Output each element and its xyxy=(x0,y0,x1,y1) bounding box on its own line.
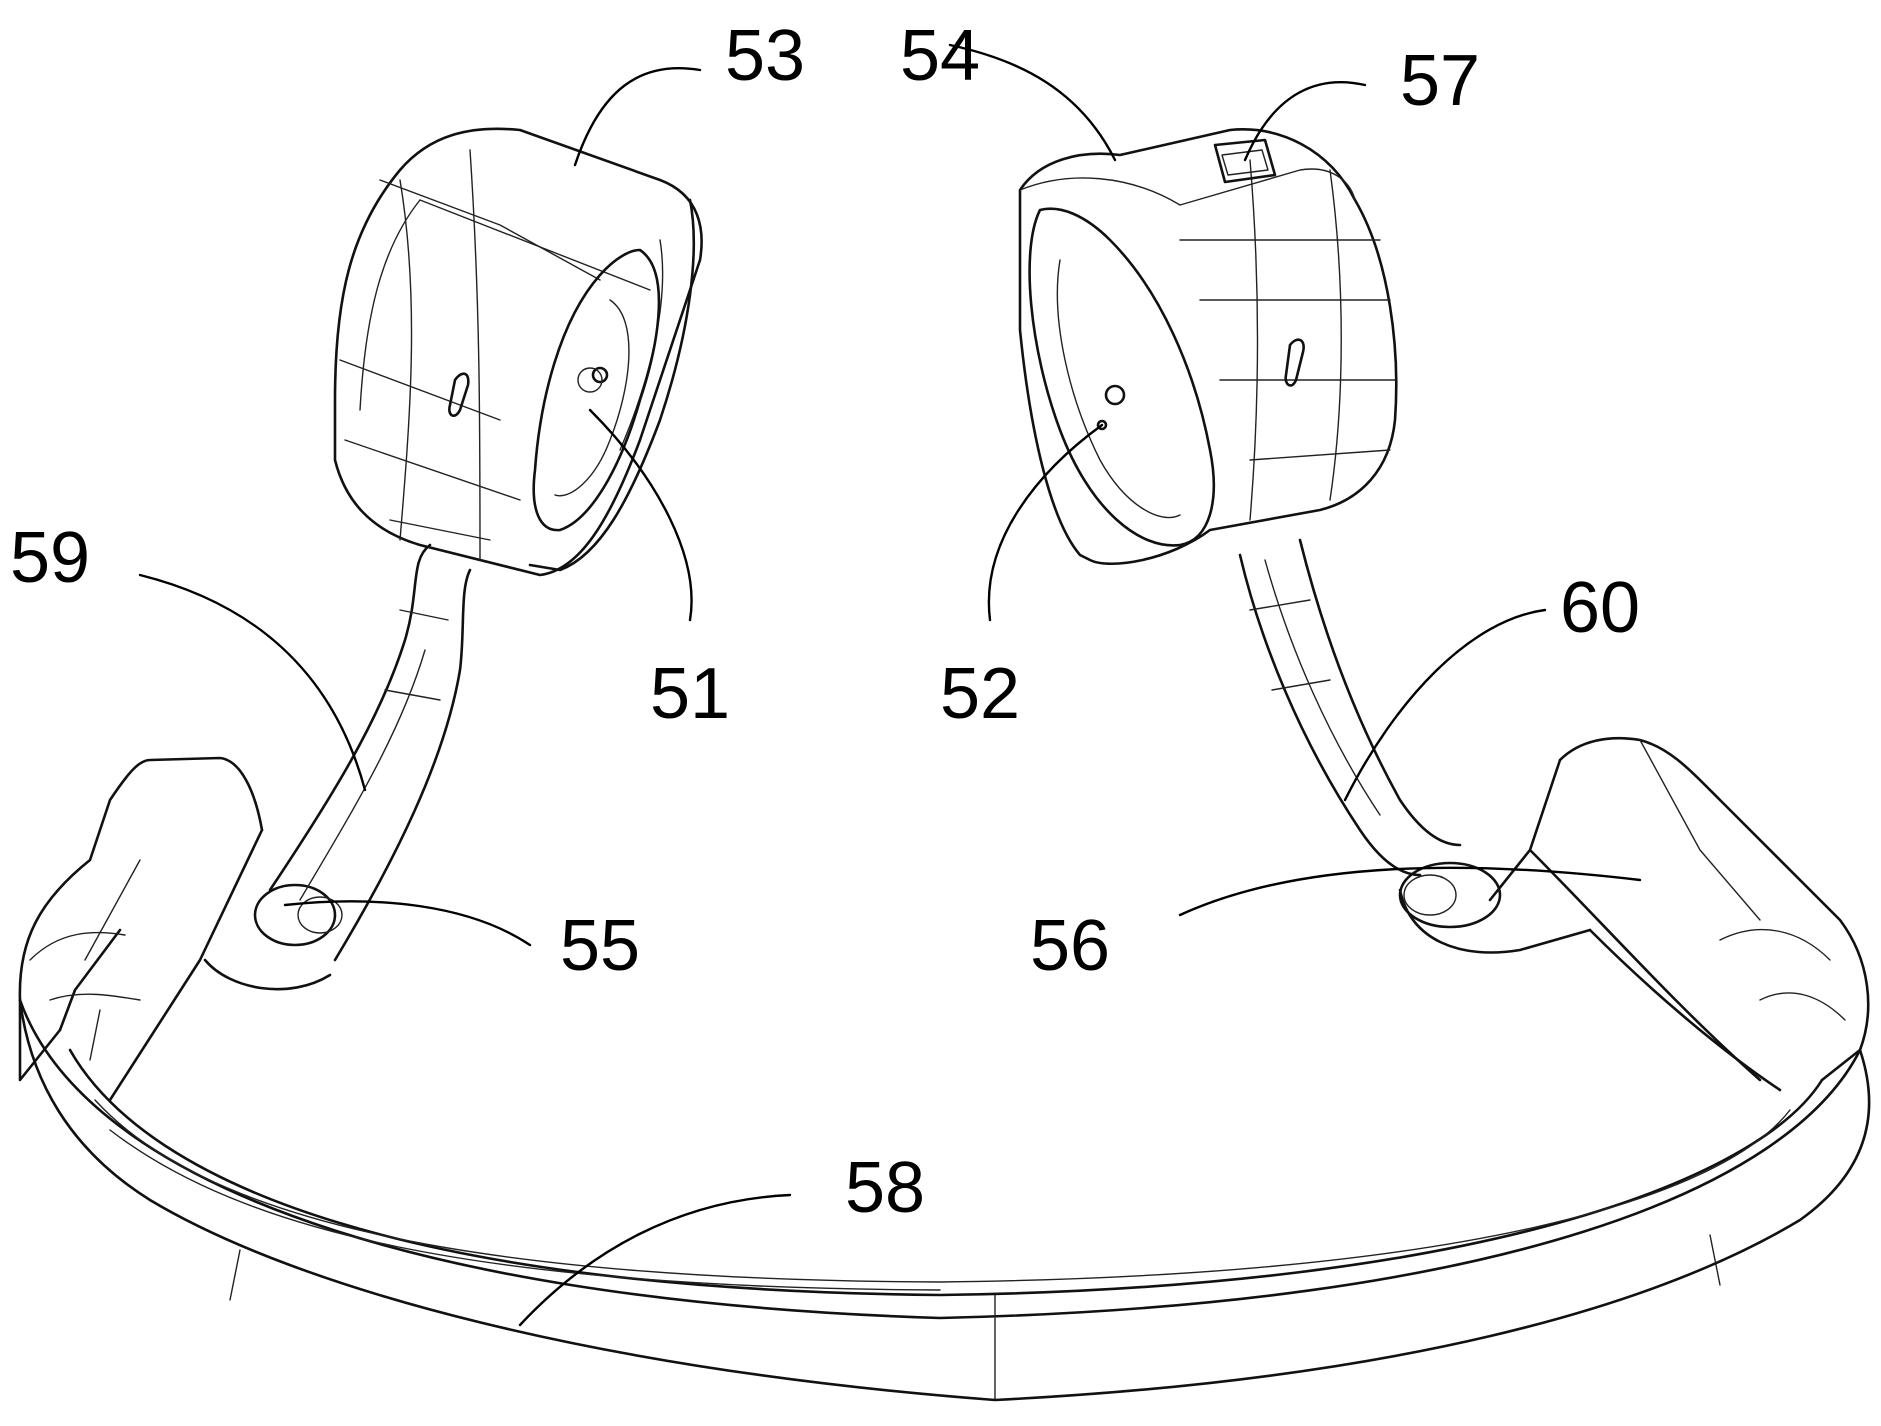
label-60: 60 xyxy=(1560,568,1640,648)
leader-lines xyxy=(140,45,1640,1325)
leader-59 xyxy=(140,575,365,790)
label-57: 57 xyxy=(1400,41,1480,121)
right-earpiece xyxy=(1020,129,1396,563)
left-ear-hook xyxy=(20,545,470,1100)
leader-58 xyxy=(520,1195,790,1325)
label-53: 53 xyxy=(725,16,805,96)
label-52: 52 xyxy=(940,654,1020,734)
leader-57 xyxy=(1245,82,1365,160)
right-ear-hook xyxy=(1240,540,1868,1090)
label-59: 59 xyxy=(10,518,90,598)
leader-52 xyxy=(989,425,1102,620)
leader-53 xyxy=(575,68,700,165)
neckband xyxy=(20,1000,1869,1400)
left-earpiece xyxy=(335,129,702,575)
label-56: 56 xyxy=(1030,906,1110,986)
label-51: 51 xyxy=(650,654,730,734)
reference-numerals: 53 54 57 59 60 51 52 55 56 58 xyxy=(10,16,1640,1228)
label-55: 55 xyxy=(560,906,640,986)
label-54: 54 xyxy=(900,16,980,96)
leader-60 xyxy=(1345,610,1545,800)
label-58: 58 xyxy=(845,1148,925,1228)
